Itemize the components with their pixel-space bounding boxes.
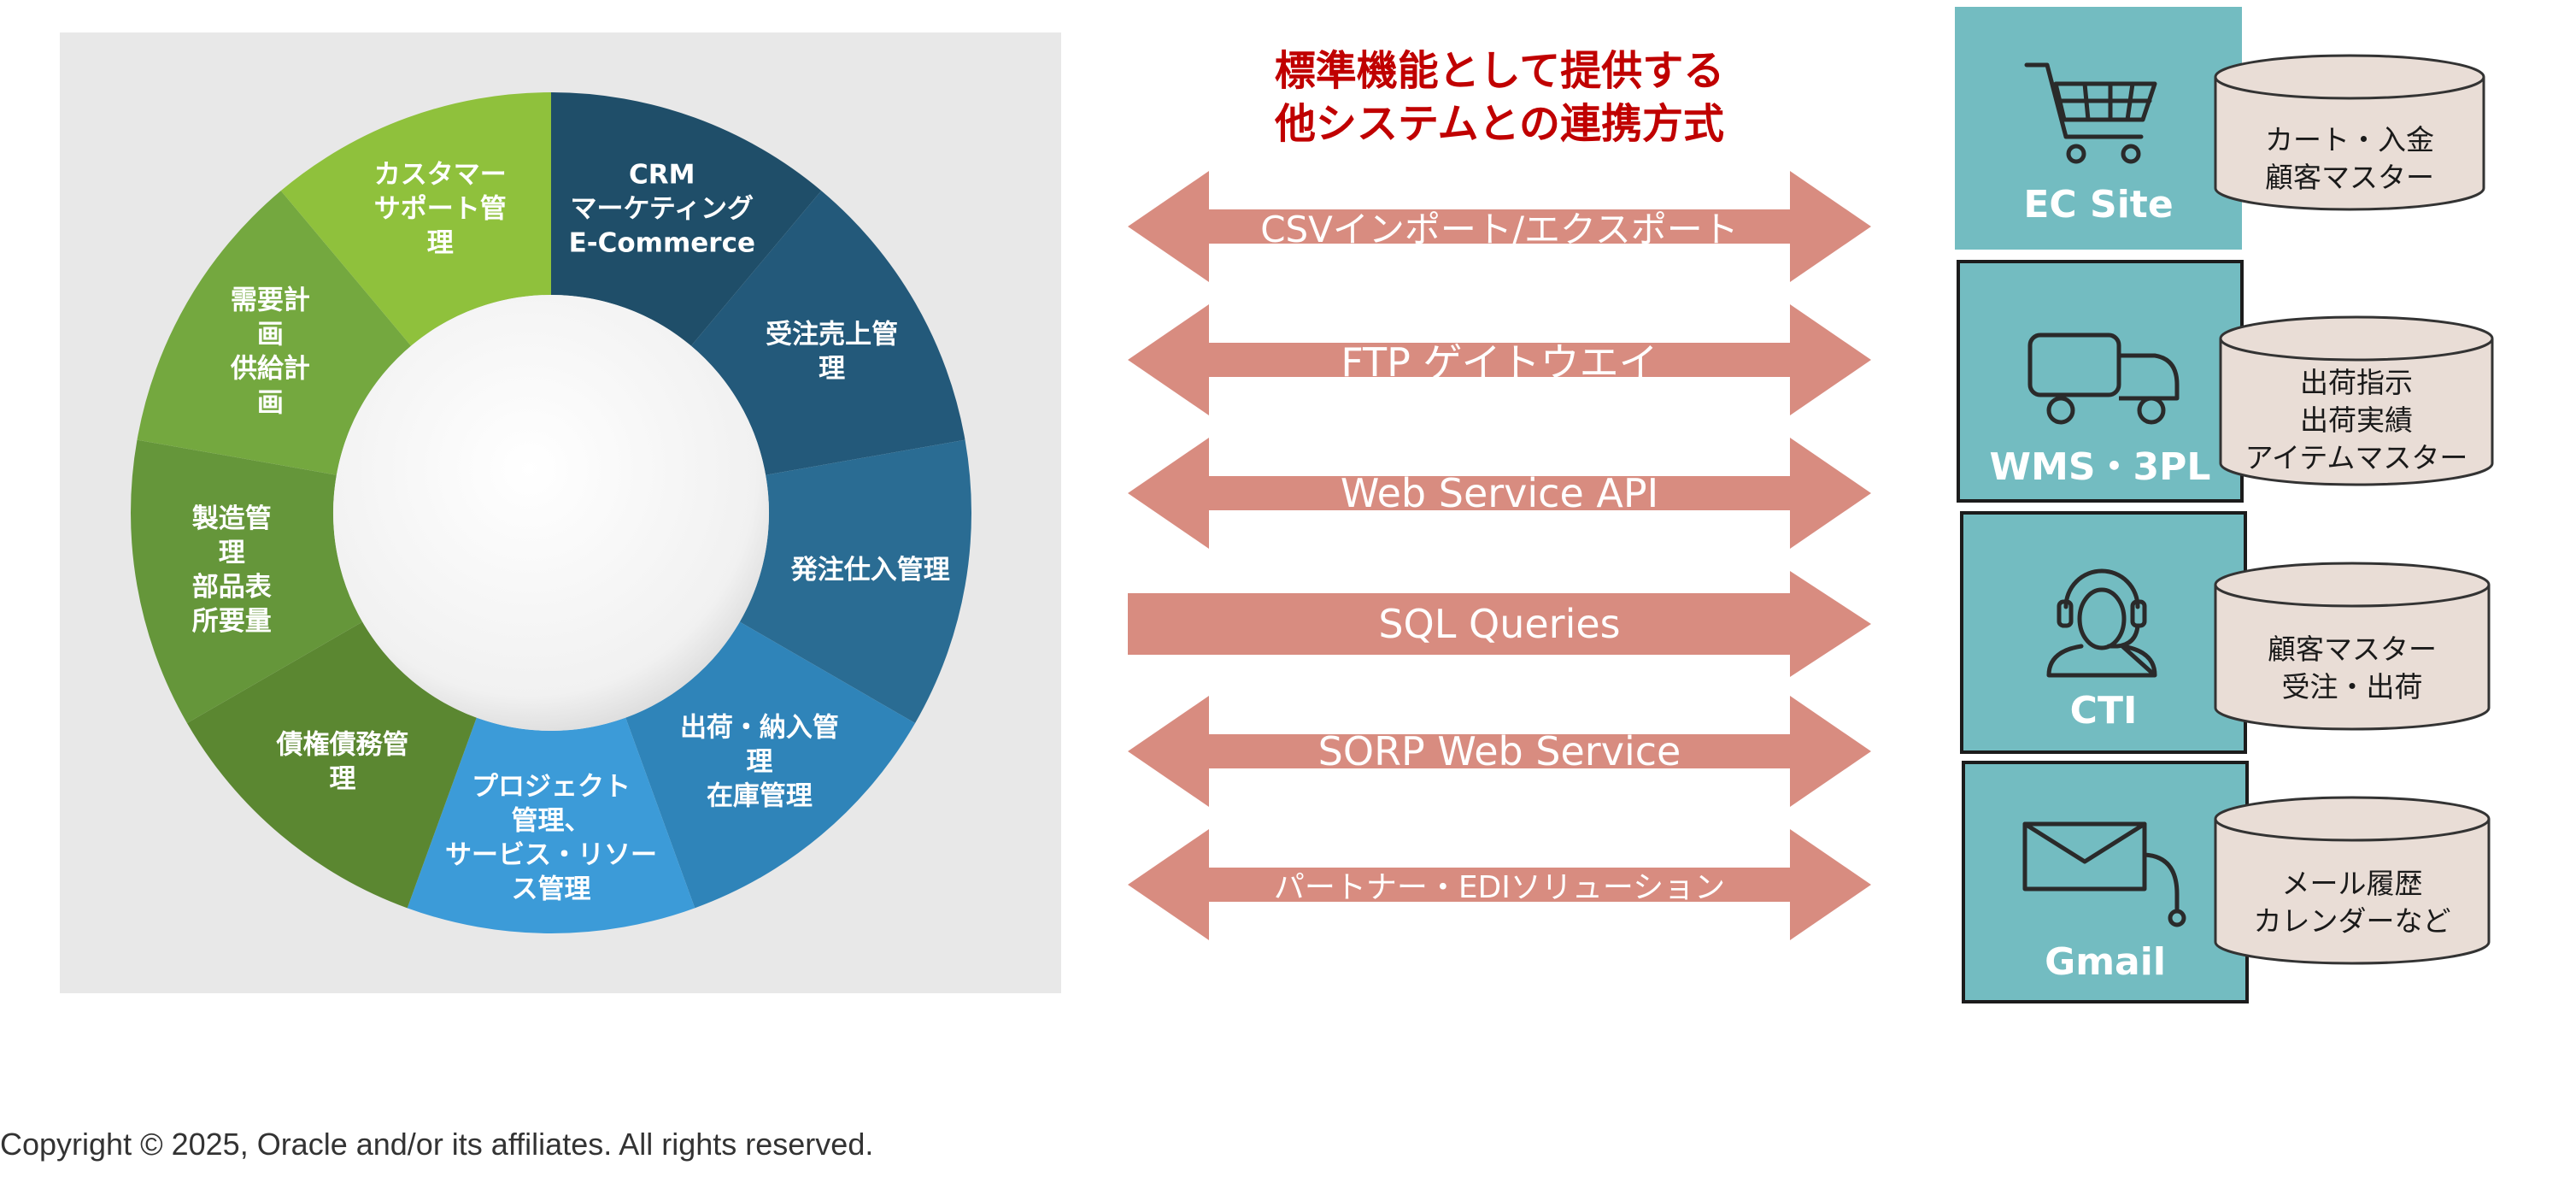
wheel-segment-label: カスタマーサポート管理	[374, 159, 507, 258]
single-arrow-shape	[1128, 571, 1871, 677]
system-box-cti: CTI	[1960, 511, 2247, 754]
copyright-notice: Copyright © 2025, Oracle and/or its affi…	[0, 1127, 874, 1162]
double-arrow-shape	[1128, 304, 1871, 415]
cylinder-shape	[2214, 54, 2485, 211]
double-arrow-shape	[1128, 829, 1871, 940]
arrow-partner-edi: パートナー・EDIソリューション	[1128, 829, 1871, 940]
system-name-cti: CTI	[2069, 689, 2138, 733]
wheel-segment-label: 製造管理部品表所要量	[192, 503, 272, 637]
wheel-segment-label: プロジェクト管理、サービス・リソース管理	[445, 772, 657, 905]
double-arrow-shape	[1128, 171, 1871, 282]
data-line: メール履歴	[2281, 867, 2423, 900]
data-line: 受注・出荷	[2281, 670, 2423, 703]
wheel-segment-label: 需要計画供給計画	[230, 285, 310, 418]
arrow-label-web-service-api: Web Service API	[1340, 470, 1659, 516]
system-box-ec-site: EC Site	[1955, 7, 2242, 250]
system-name-ec-site: EC Site	[2023, 183, 2174, 227]
cylinder-shape	[2219, 315, 2494, 486]
system-box-gmail: Gmail	[1962, 761, 2249, 1003]
wheel-segment	[551, 92, 822, 346]
title-line-1: 標準機能として提供する	[1274, 47, 1725, 95]
data-store-text: カート・入金 顧客マスター	[2213, 121, 2486, 197]
data-store-cti: 顧客マスター 受注・出荷	[2213, 561, 2491, 732]
wheel-segment-label: 出荷・納入管理在庫管理	[680, 713, 839, 812]
title-line-2: 他システムとの連携方式	[1274, 100, 1725, 148]
double-arrow-shape	[1128, 696, 1871, 807]
wheel-segment	[739, 439, 971, 723]
system-name-gmail: Gmail	[2045, 940, 2166, 984]
data-store-wms-3pl: 出荷指示 出荷実績 アイテムマスター	[2218, 315, 2495, 487]
arrow-label-csv: CSVインポート/エクスポート	[1260, 208, 1739, 250]
cylinder-shape	[2214, 562, 2491, 731]
wheel-segment	[690, 191, 965, 475]
arrow-sql-queries: SQL Queries	[1128, 571, 1871, 677]
integration-title: 標準機能として提供する 他システムとの連携方式	[1077, 44, 1922, 150]
arrow-label-sorp-web-service: SORP Web Service	[1317, 728, 1681, 774]
mail-icon	[2022, 821, 2186, 927]
cart-icon	[2024, 62, 2157, 164]
data-line: 顧客マスター	[2265, 161, 2434, 194]
data-line: 出荷実績	[2300, 403, 2413, 437]
data-line: アイテムマスター	[2244, 441, 2468, 474]
data-store-text: 出荷指示 出荷実績 アイテムマスター	[2218, 364, 2495, 477]
truck-icon	[2027, 333, 2180, 425]
wheel-segment-label: 発注仕入管理	[790, 555, 950, 586]
system-name-wms-3pl: WMS・3PL	[1989, 445, 2211, 489]
data-store-ec-site: カート・入金 顧客マスター	[2213, 53, 2486, 212]
data-store-gmail: メール履歴 カレンダーなど	[2213, 795, 2491, 966]
wheel-segment-label: 受注売上管理	[766, 319, 898, 384]
data-line: 顧客マスター	[2268, 633, 2437, 666]
data-line: カレンダーなど	[2253, 904, 2451, 938]
arrow-csv: CSVインポート/エクスポート	[1128, 171, 1871, 282]
system-box-wms-3pl: WMS・3PL	[1957, 260, 2244, 503]
wheel-segment	[186, 621, 477, 909]
wheel-segment	[137, 191, 412, 475]
data-store-text: 顧客マスター 受注・出荷	[2213, 631, 2491, 706]
wheel-segment-label: 債権債務管理	[276, 730, 409, 795]
wheel-segment	[625, 621, 916, 909]
wheel-segment	[130, 439, 363, 723]
arrow-web-service-api: Web Service API	[1128, 438, 1871, 549]
arrow-label-partner-edi: パートナー・EDIソリューション	[1273, 870, 1726, 905]
arrow-label-sql-queries: SQL Queries	[1378, 601, 1621, 647]
wheel-segment	[280, 92, 551, 346]
data-line: 出荷指示	[2300, 366, 2413, 399]
arrow-sorp-web-service: SORP Web Service	[1128, 696, 1871, 807]
double-arrow-shape	[1128, 438, 1871, 549]
wheel-segment	[407, 717, 695, 933]
data-line: カート・入金	[2265, 123, 2434, 156]
arrow-label-ftp: FTP ゲイトウエイ	[1341, 339, 1658, 385]
wheel-center	[333, 295, 769, 731]
headset-icon	[2046, 568, 2157, 678]
data-store-text: メール履歴 カレンダーなど	[2213, 865, 2491, 940]
cylinder-shape	[2214, 796, 2491, 965]
arrow-ftp: FTP ゲイトウエイ	[1128, 304, 1871, 415]
